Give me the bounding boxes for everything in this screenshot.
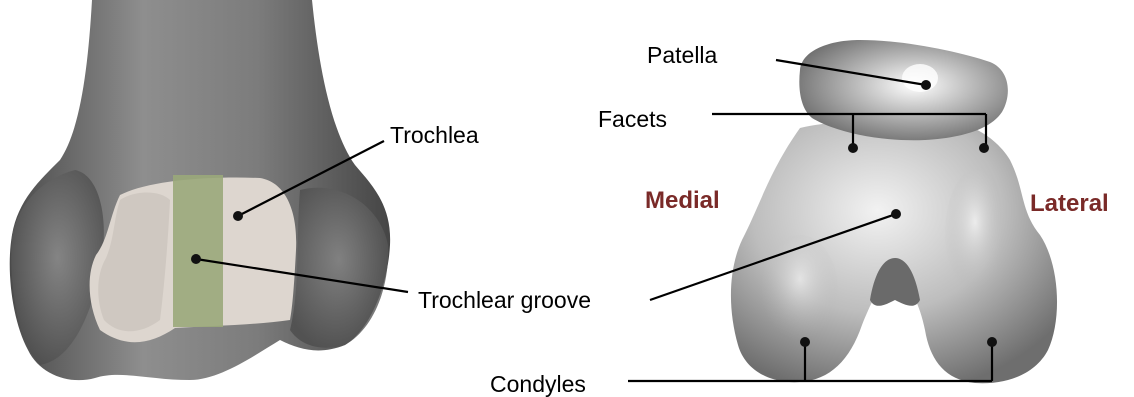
patella-apex <box>902 64 938 92</box>
lateral-label: Lateral <box>1030 190 1109 217</box>
facets-label: Facets <box>598 106 667 132</box>
left-femur-illustration <box>10 0 390 380</box>
medial-label: Medial <box>645 187 720 214</box>
trochlear-groove-label: Trochlear groove <box>418 287 591 313</box>
patella-bone <box>799 40 1008 140</box>
condyles-label: Condyles <box>490 371 586 397</box>
lateral-condyle-highlight <box>945 170 1005 300</box>
trochlear-groove-region <box>173 175 223 327</box>
medial-condyle-highlight <box>762 235 838 345</box>
trochlea-label: Trochlea <box>390 122 479 148</box>
patella-label: Patella <box>647 42 718 68</box>
